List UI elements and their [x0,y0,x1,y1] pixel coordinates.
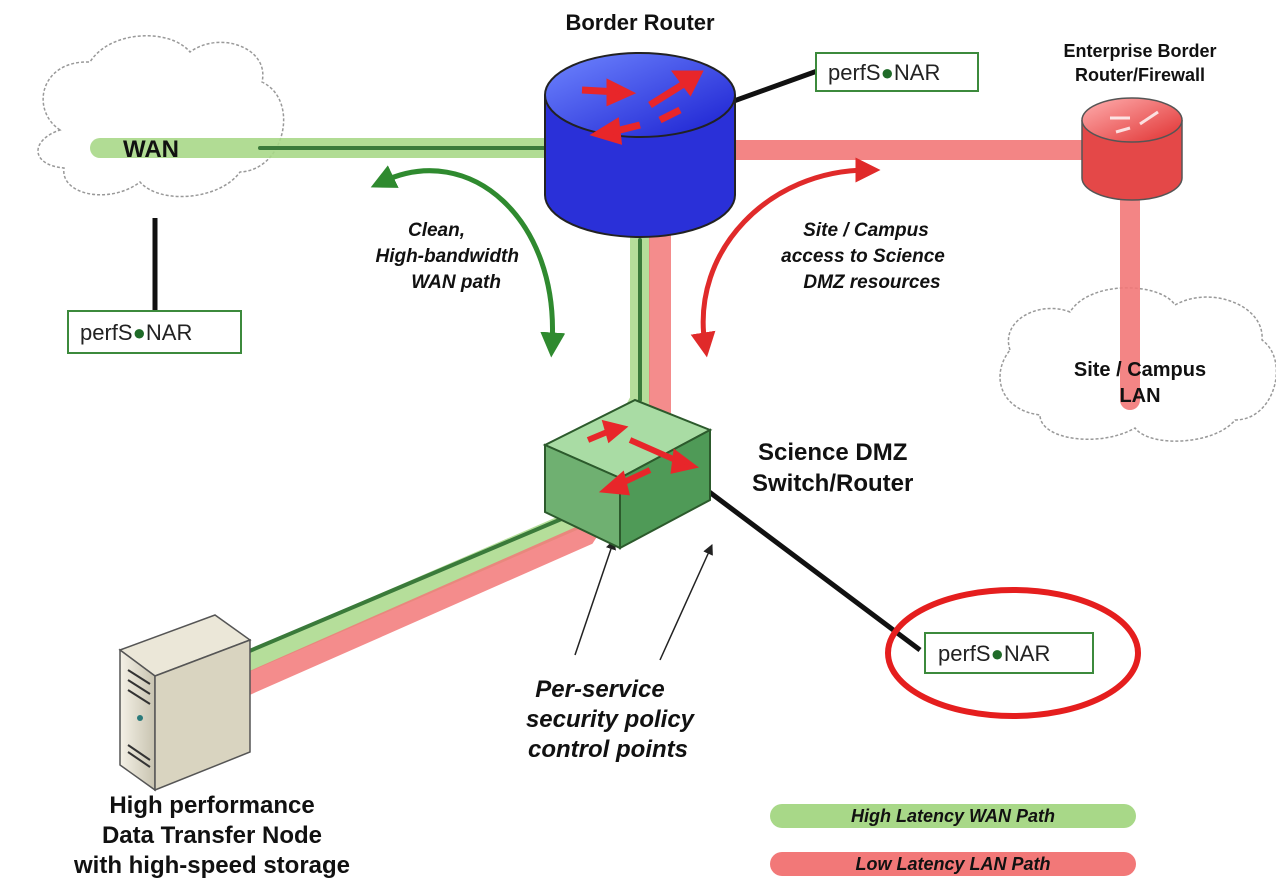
site-access-label-2: access to Science [781,246,945,267]
dtn-label-1: High performance [109,792,314,819]
legend-wan-swatch [770,804,1136,828]
clean-path-label-3: WAN path [411,272,501,293]
dtn-label-3: with high-speed storage [73,852,350,879]
legend-wan-label: High Latency WAN Path [851,806,1055,826]
legend: High Latency WAN Path Low Latency LAN Pa… [770,804,1136,876]
policy-pointer-2 [659,544,713,661]
perfsonar-box-wan: perfS●NAR [67,310,242,354]
clean-path-arrow [370,165,566,358]
enterprise-router-icon [1081,97,1183,201]
science-dmz-switch-icon [542,398,713,550]
data-transfer-node-icon [118,614,252,792]
perfsonar-box-border: perfS●NAR [815,52,979,92]
highlight-circle [885,587,1141,719]
site-lan-label-2: LAN [1119,385,1160,407]
policy-pointer-1 [574,539,616,656]
enterprise-router-label-2: Router/Firewall [1075,65,1205,85]
clean-path-label-2: High-bandwidth [375,246,519,267]
dmz-perfsonar-link [678,468,922,652]
site-lan-label-1: Site / Campus [1074,359,1206,381]
wan-label: WAN [123,136,179,163]
wan-path [90,138,650,675]
policy-label-2: security policy [526,706,696,733]
enterprise-router-label-1: Enterprise Border [1063,41,1216,61]
legend-lan-label: Low Latency LAN Path [855,854,1050,874]
dtn-label-2: Data Transfer Node [102,822,322,849]
science-dmz-label-1: Science DMZ [758,439,907,466]
site-access-arrow [690,157,881,358]
clean-path-label-1: Clean, [408,220,465,241]
site-access-label-1: Site / Campus [803,220,929,241]
svg-text:perfS●NAR: perfS●NAR [938,641,1050,666]
svg-text:perfS●NAR: perfS●NAR [828,60,940,85]
legend-lan-swatch [770,852,1136,876]
perfsonar-box-dmz: perfS●NAR [924,632,1094,674]
site-access-label-3: DMZ resources [803,272,940,293]
policy-label-1: Per-service [535,676,664,703]
svg-text:perfS●NAR: perfS●NAR [80,320,192,345]
science-dmz-label-2: Switch/Router [752,470,913,497]
border-router-label: Border Router [565,10,715,35]
policy-label-3: control points [528,736,688,763]
border-router-icon [544,52,736,238]
wan-cloud [37,35,285,198]
